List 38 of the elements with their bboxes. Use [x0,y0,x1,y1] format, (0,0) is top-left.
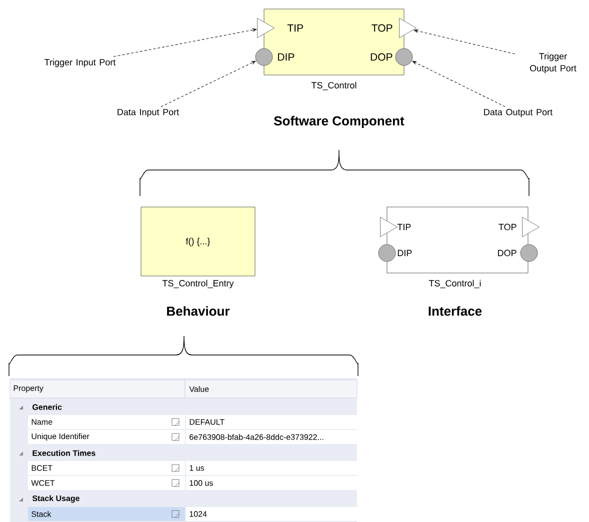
port-triangle [399,18,417,38]
port-label: DIP [278,53,294,61]
port-label: DIP [398,250,412,256]
table-cell: 100 us [186,476,357,490]
port-label: TIP [397,224,411,230]
section-heading: Software Component [274,116,404,128]
section-heading: Behaviour [167,306,230,316]
section-heading: Interface [428,306,482,316]
group-heading: Execution Times [32,450,96,456]
component-name: TS_Control [311,82,356,90]
port-caption: Trigger Input Port [44,58,116,68]
port-label: DOP [498,250,516,256]
group-heading: Generic [32,404,62,410]
header-cell: Value [184,380,358,398]
port-caption: Data Input Port [118,108,180,118]
port-label: TOP [498,224,516,230]
table-cell: 6e763908-bfab-4a26-8ddc-e373922... [186,430,357,444]
table-cell: Name [28,415,185,429]
box-caption: TS_Control_i [428,280,481,288]
table-cell: DEFAULT [186,415,357,429]
port-circle [255,48,273,66]
header-cell: Property [10,380,186,398]
table-cell: 1 us [186,461,357,475]
port-label: DOP [370,53,392,61]
group-heading: Stack Usage [32,495,80,503]
box-caption: TS_Control_Entry [162,280,234,288]
behaviour-box: f() {...} [140,206,256,276]
port-label: TIP [287,24,303,32]
table-cell: BCET [28,461,185,475]
port-caption: Data Output Port [484,108,553,118]
port-caption: Trigger Output Port [530,52,576,74]
port-triangle [257,18,275,38]
table-cell: Stack [28,507,185,521]
port-label: TOP [372,24,392,32]
port-circle [395,48,413,66]
table-cell: Unique Identifier [28,430,185,444]
table-cell: 1024 [186,507,357,521]
table-cell: WCET [28,476,185,490]
